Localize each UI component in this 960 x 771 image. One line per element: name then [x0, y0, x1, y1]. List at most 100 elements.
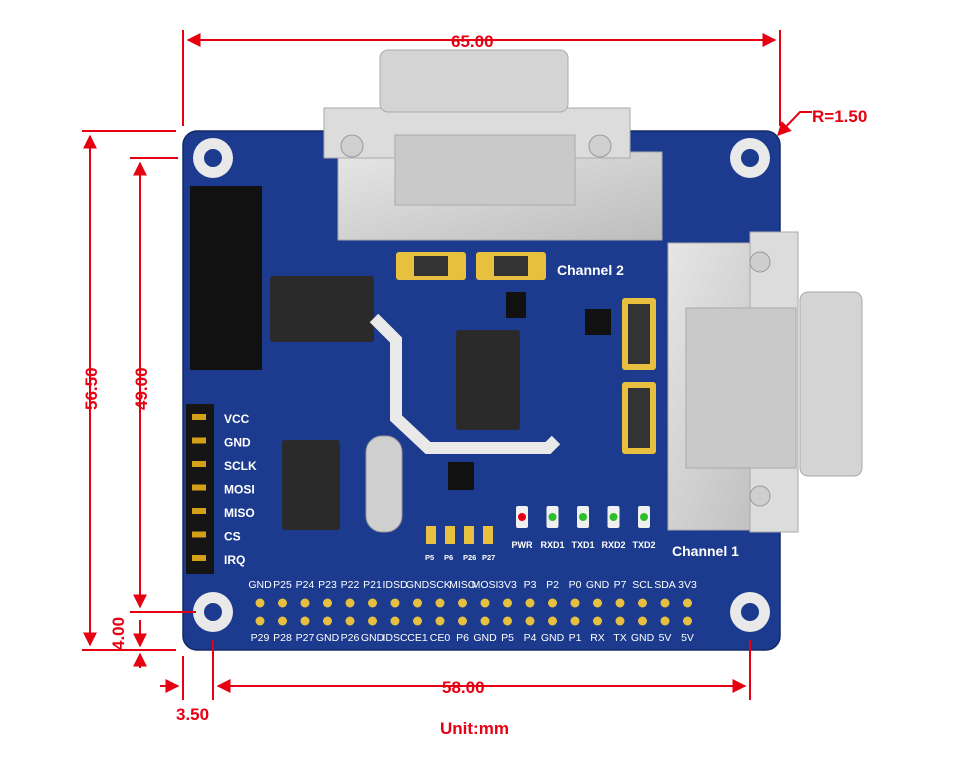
gpio-pin [593, 616, 602, 626]
gpio-bottom-label: 5V [681, 632, 694, 644]
gpio-bottom-label: GND [541, 632, 565, 644]
gpio-pin [323, 616, 332, 626]
gpio-top-label: P3 [524, 579, 537, 591]
gpio-top-label: SCL [632, 579, 653, 591]
gpio-pin [503, 598, 512, 608]
gpio-pin [638, 598, 647, 608]
led-indicator [548, 513, 557, 521]
gpio-pin [390, 598, 400, 608]
gpio-bottom-label: P1 [569, 632, 582, 644]
gpio-pin [345, 598, 355, 608]
gpio-bottom-label: TX [613, 632, 626, 644]
gpio-top-label: 3V3 [678, 579, 697, 591]
gpio-top-label: P24 [296, 579, 315, 591]
ic-chips [270, 252, 656, 533]
gpio-bottom-label: RX [590, 632, 605, 644]
gpio-pin [413, 598, 422, 608]
gpio-pin [660, 598, 670, 608]
led-label: TXD2 [632, 540, 655, 550]
gpio-bottom-label: CE1 [407, 632, 428, 644]
gpio-pin [683, 598, 692, 608]
jumper-pad [426, 526, 436, 544]
gpio-pin [300, 616, 310, 626]
led-label: TXD1 [571, 540, 594, 550]
left-header-block [190, 186, 262, 370]
gpio-pin-header [255, 598, 692, 626]
dimension-lines [82, 30, 812, 700]
led-indicator [579, 513, 587, 521]
gpio-pin [458, 598, 467, 608]
spi-pin [192, 531, 206, 538]
led-label: RXD1 [540, 540, 564, 550]
gpio-pin [660, 616, 670, 626]
led-label: RXD2 [601, 540, 625, 550]
gpio-top-label: P0 [569, 579, 582, 591]
spi-pin [192, 484, 206, 491]
spi-pin [192, 508, 206, 514]
gpio-bottom-label: GND [316, 632, 340, 644]
gpio-pin [413, 616, 422, 626]
gpio-top-label: MISO [449, 579, 476, 591]
gpio-top-label: GND [248, 579, 272, 591]
gpio-pin [458, 616, 467, 626]
gpio-pin [255, 616, 265, 626]
gpio-top-label: GND [406, 579, 430, 591]
spi-pin-label: MISO [224, 506, 255, 520]
gpio-pin [278, 598, 287, 608]
height-inner-dimension-label: 49.00 [132, 367, 151, 410]
gpio-pin [503, 616, 512, 626]
gpio-bottom-label: 5V [659, 632, 672, 644]
gpio-pin [435, 598, 445, 608]
gpio-pin [570, 598, 580, 608]
gpio-pin [525, 598, 535, 608]
unit-label: Unit:mm [440, 719, 509, 738]
gpio-top-label: 3V3 [498, 579, 517, 591]
gpio-bottom-label: P5 [501, 632, 514, 644]
gpio-bottom-label: GND [361, 632, 385, 644]
left-offset-dimension-label: 3.50 [176, 705, 209, 724]
gpio-top-label: MOSI [472, 579, 499, 591]
led-indicator [609, 513, 618, 521]
gpio-pin [345, 616, 355, 626]
gpio-top-label: IDSD [382, 579, 408, 591]
bottom-offset-dimension-label: 4.00 [109, 617, 128, 650]
gpio-pin [638, 616, 647, 626]
spi-pin [192, 437, 206, 444]
gpio-pin [683, 616, 692, 626]
gpio-top-label: P2 [546, 579, 559, 591]
corner-radius-label: R=1.50 [812, 107, 867, 126]
gpio-bottom-label: GND [631, 632, 655, 644]
jumper-label: P27 [482, 553, 495, 562]
gpio-pin [435, 616, 445, 626]
spi-pin [192, 414, 206, 420]
gpio-top-label: SCK [429, 579, 451, 591]
gpio-pin [480, 616, 490, 626]
gpio-pin [323, 598, 332, 608]
gpio-bottom-label: P4 [524, 632, 537, 644]
led-indicator [518, 513, 526, 521]
gpio-top-label: GND [586, 579, 610, 591]
gpio-top-label: P21 [363, 579, 382, 591]
gpio-bottom-label: P27 [296, 632, 315, 644]
gpio-bottom-label: CE0 [430, 632, 451, 644]
gpio-pin [480, 598, 490, 608]
spi-pin [192, 555, 206, 561]
gpio-pin [615, 616, 625, 626]
mounting-holes [193, 138, 770, 632]
gpio-pin [593, 598, 602, 608]
gpio-pin [570, 616, 580, 626]
gpio-top-label: P22 [341, 579, 360, 591]
status-leds: PWR RXD1 TXD1 RXD2 TXD2 [512, 506, 656, 550]
gpio-bottom-label: P28 [273, 632, 292, 644]
board-trace [369, 313, 561, 454]
jumper-label: P6 [444, 553, 453, 562]
db9-connector-channel-2 [323, 49, 663, 241]
gpio-top-label: SDA [654, 579, 676, 591]
gpio-bottom-label: IDSC [382, 632, 408, 644]
gpio-top-label: P7 [614, 579, 627, 591]
led-label: PWR [512, 540, 533, 550]
spi-pin-label: VCC [224, 412, 250, 426]
